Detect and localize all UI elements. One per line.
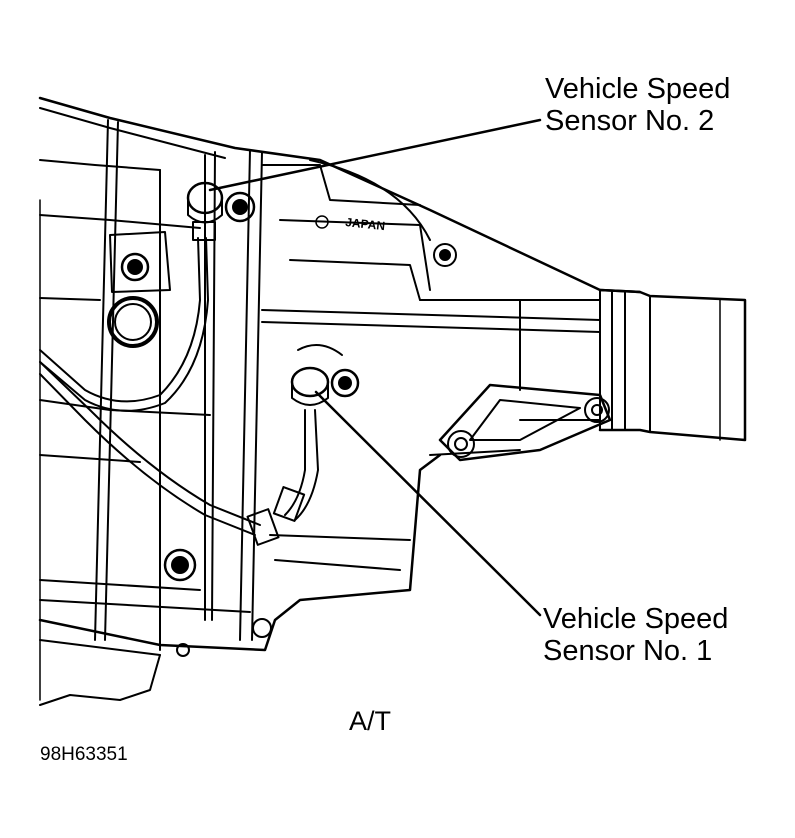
- label-sensor-1: Vehicle Speed Sensor No. 1: [543, 603, 728, 667]
- speed-sensor-2: [186, 181, 224, 241]
- label-sensor-1-line2: Sensor No. 1: [543, 635, 713, 667]
- label-sensor-2: Vehicle Speed Sensor No. 2: [545, 73, 730, 137]
- figure-number: 98H63351: [40, 744, 128, 765]
- extension-housing: [519, 288, 747, 442]
- case-marking-text: JAPAN: [345, 215, 386, 233]
- bolts: [120, 191, 457, 657]
- mount-bracket: [438, 383, 612, 462]
- speed-sensor-1: [290, 344, 343, 406]
- label-sensor-1-line1: Vehicle Speed: [543, 603, 729, 635]
- case-marking: JAPAN: [315, 215, 386, 233]
- label-sensor-2-line2: Sensor No. 2: [545, 105, 715, 137]
- drain-plug: [107, 296, 159, 348]
- caption-at: A/T: [349, 706, 392, 736]
- leader-line-sensor-2: [208, 118, 542, 192]
- label-sensor-2-line1: Vehicle Speed: [545, 73, 731, 105]
- leader-line-sensor-1: [314, 390, 542, 617]
